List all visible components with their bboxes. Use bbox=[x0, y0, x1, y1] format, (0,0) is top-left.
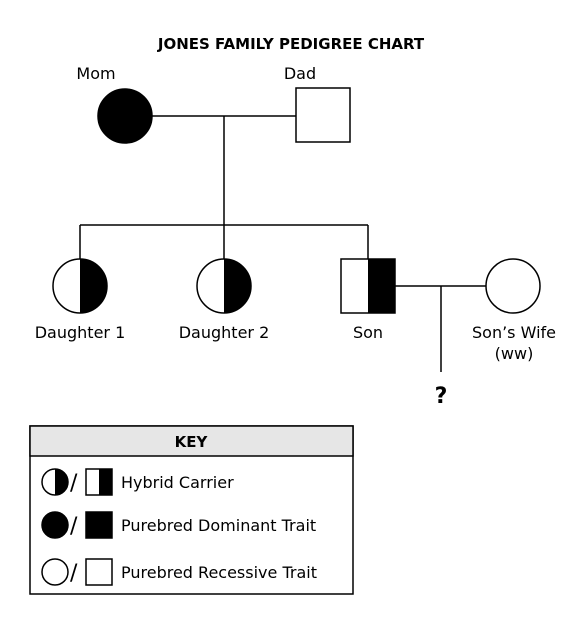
son-symbol bbox=[340, 258, 396, 314]
chart-title: JONES FAMILY PEDIGREE CHART bbox=[157, 35, 425, 53]
sons-wife-genotype: (ww) bbox=[495, 344, 534, 363]
key-box: KEY / Hybrid Carrier / Purebred Dominant… bbox=[29, 425, 354, 595]
key-half-square-icon bbox=[85, 468, 113, 496]
key-empty-circle-icon bbox=[41, 558, 69, 586]
key-separator: / bbox=[70, 561, 78, 586]
daughter2-symbol bbox=[196, 258, 252, 314]
mom-label: Mom bbox=[76, 64, 115, 83]
key-empty-square-icon bbox=[85, 558, 113, 586]
unknown-offspring: ? bbox=[435, 384, 448, 409]
daughter1-label: Daughter 1 bbox=[35, 323, 126, 342]
dad-symbol bbox=[295, 87, 351, 143]
key-label-recessive: Purebred Recessive Trait bbox=[121, 563, 317, 582]
daughter1-symbol bbox=[52, 258, 108, 314]
key-header bbox=[29, 425, 354, 457]
sons-wife-symbol bbox=[485, 258, 541, 314]
key-row-hybrid: / Hybrid Carrier bbox=[41, 468, 234, 496]
son-label: Son bbox=[353, 323, 383, 342]
key-separator: / bbox=[70, 514, 78, 539]
key-filled-square-icon bbox=[85, 511, 113, 539]
key-label-hybrid: Hybrid Carrier bbox=[121, 473, 234, 492]
daughter2-label: Daughter 2 bbox=[179, 323, 270, 342]
dad-label: Dad bbox=[284, 64, 316, 83]
key-row-recessive: / Purebred Recessive Trait bbox=[41, 558, 317, 586]
mom-symbol bbox=[97, 88, 153, 144]
key-title: KEY bbox=[175, 433, 209, 451]
sons-wife-label: Son’s Wife bbox=[472, 323, 556, 342]
key-row-dominant: / Purebred Dominant Trait bbox=[41, 511, 316, 539]
key-separator: / bbox=[70, 471, 78, 496]
key-label-dominant: Purebred Dominant Trait bbox=[121, 516, 316, 535]
key-half-circle-icon bbox=[41, 468, 69, 496]
key-filled-circle-icon bbox=[41, 511, 69, 539]
